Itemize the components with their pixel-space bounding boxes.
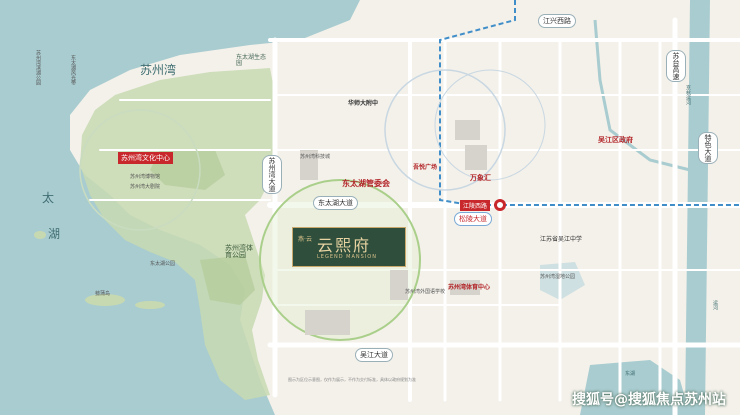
poi-theatre: 苏州湾大剧院 [130, 184, 161, 190]
lake-label-2: 湖 [48, 227, 61, 241]
park-patch [200, 255, 255, 305]
poi-ecopark: 苏州湾湿地公园 [540, 274, 576, 280]
road-jiangxing: 江兴西路 [538, 14, 576, 28]
bay-label: 苏州湾 [140, 63, 177, 77]
metro-station-red: 江陵西路 [460, 200, 491, 211]
poi-mall: 吾悦广场 [413, 164, 438, 171]
east-lake-label: 东湖 [625, 371, 636, 377]
poi-school-1: 华师大附中 [348, 100, 379, 107]
lake-water [0, 0, 360, 415]
road-sutai: 苏台高速 [666, 50, 686, 82]
canal-east-label: 运河 [712, 300, 718, 310]
island-shape [85, 294, 125, 306]
disclaimer-text: 图示为区位示意图，仅作为展示，不作为交付标准，具体以政府规划为准 [288, 377, 416, 382]
road-dongtaihu: 东太湖大道 [313, 196, 358, 210]
poi-museum: 苏州湾博物馆 [130, 174, 161, 180]
radius-ring [79, 109, 201, 231]
left-shore-label2: 东太湖风光带 [70, 55, 76, 85]
poi-admin: 东太湖管委会 [342, 179, 390, 188]
building-blocks [300, 120, 487, 335]
poi-wanxiang: 万象汇 [470, 174, 491, 182]
pond-water [540, 262, 585, 300]
road-teshan: 特色大道 [698, 132, 718, 164]
poi-gov: 吴江区政府 [598, 136, 633, 144]
project-marker[interactable]: 燕·云 云熙府 LEGEND MANSION [292, 227, 406, 267]
island-shape [135, 301, 165, 309]
poi-park: 东太湖公园 [150, 261, 176, 267]
left-shore-label: 苏州湾滨湖公园 [35, 50, 41, 85]
island-label: 菰蒲岛 [95, 291, 111, 297]
road-suzhouwan-ave: 苏州湾大道 [262, 155, 282, 194]
island-shape [34, 231, 46, 239]
project-logo: 燕·云 [298, 236, 312, 243]
poi-culture-center: 苏州湾文化中心 [118, 152, 173, 164]
project-name: 云熙府 [317, 236, 372, 255]
poi-kindergarten: 苏州湾外国语学校 [405, 289, 446, 295]
watermark: 搜狐号@搜狐焦点苏州站 [572, 392, 726, 408]
radius-ring [384, 69, 506, 191]
poi-school-3: 江苏省吴江中学 [540, 236, 583, 243]
metro-station-marker [497, 202, 503, 208]
road-wujiang: 吴江大道 [355, 348, 393, 362]
canal-label: 京杭运河 [685, 85, 691, 105]
river-water [593, 19, 691, 172]
poi-center: 苏州湾科技城 [300, 154, 331, 160]
metro-line [439, 0, 740, 206]
east-lake-water [580, 360, 690, 415]
metro-station-label: 松陵大道 [454, 212, 492, 226]
project-english-name: LEGEND MANSION [317, 254, 377, 260]
radius-ring [434, 69, 546, 181]
poi-sports-center: 苏州湾体育中心 [448, 284, 491, 291]
sports-park-label: 苏州湾体育公园 [225, 244, 253, 259]
wetland-label: 东太湖生态园 [236, 54, 267, 67]
lake-label-1: 太 [42, 191, 55, 205]
